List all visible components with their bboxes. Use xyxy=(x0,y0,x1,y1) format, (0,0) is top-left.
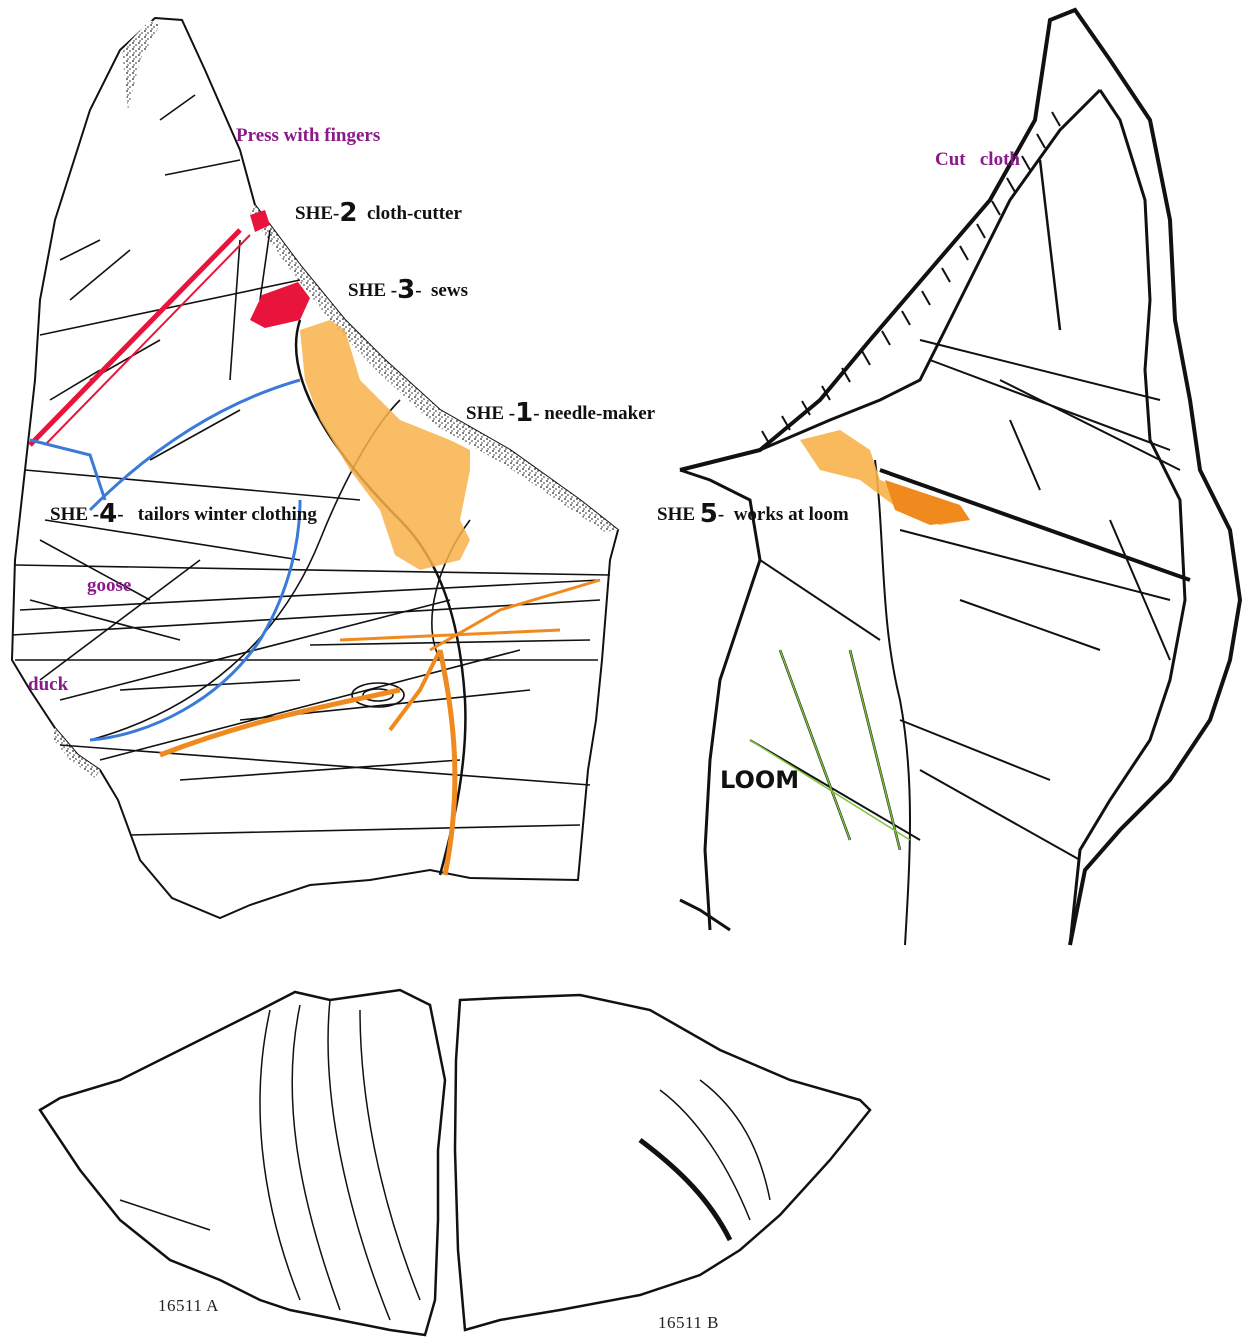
she4-text: - tailors winter clothing xyxy=(117,504,317,525)
she3-prefix: SHE - xyxy=(348,280,397,301)
label-cut-cloth: Cut cloth xyxy=(935,150,1020,169)
label-she-4: SHE -4- tailors winter clothing xyxy=(50,501,317,527)
bottom-fragment-b xyxy=(455,995,870,1330)
left-colored-marks xyxy=(30,210,600,875)
she1-prefix: SHE - xyxy=(466,403,515,424)
she5-prefix: SHE xyxy=(657,504,700,525)
she4-number: 4 xyxy=(99,499,117,529)
label-she-2: SHE-2 cloth-cutter xyxy=(295,200,462,226)
she5-number: 5 xyxy=(700,499,718,529)
catalog-number-a: 16511 A xyxy=(158,1296,219,1316)
she4-prefix: SHE - xyxy=(50,504,99,525)
label-loom: LOOM xyxy=(720,768,799,792)
she2-number: 2 xyxy=(339,198,357,228)
label-duck: duck xyxy=(28,675,68,694)
she1-text: - needle-maker xyxy=(533,403,655,424)
bottom-fragment-a xyxy=(40,990,445,1335)
catalog-number-b: 16511 B xyxy=(658,1313,719,1333)
she3-number: 3 xyxy=(397,275,415,305)
she2-prefix: SHE- xyxy=(295,203,339,224)
left-fragment xyxy=(12,18,618,918)
label-press-with-fingers: Press with fingers xyxy=(236,126,380,145)
she5-text: - works at loom xyxy=(718,504,849,525)
label-goose: goose xyxy=(87,576,131,595)
she2-text: cloth-cutter xyxy=(367,203,462,224)
label-she-3: SHE -3- sews xyxy=(348,277,468,303)
she1-number: 1 xyxy=(515,398,533,428)
label-she-1: SHE -1- needle-maker xyxy=(466,400,655,426)
label-she-5: SHE 5- works at loom xyxy=(657,501,849,527)
she3-text: - sews xyxy=(415,280,468,301)
